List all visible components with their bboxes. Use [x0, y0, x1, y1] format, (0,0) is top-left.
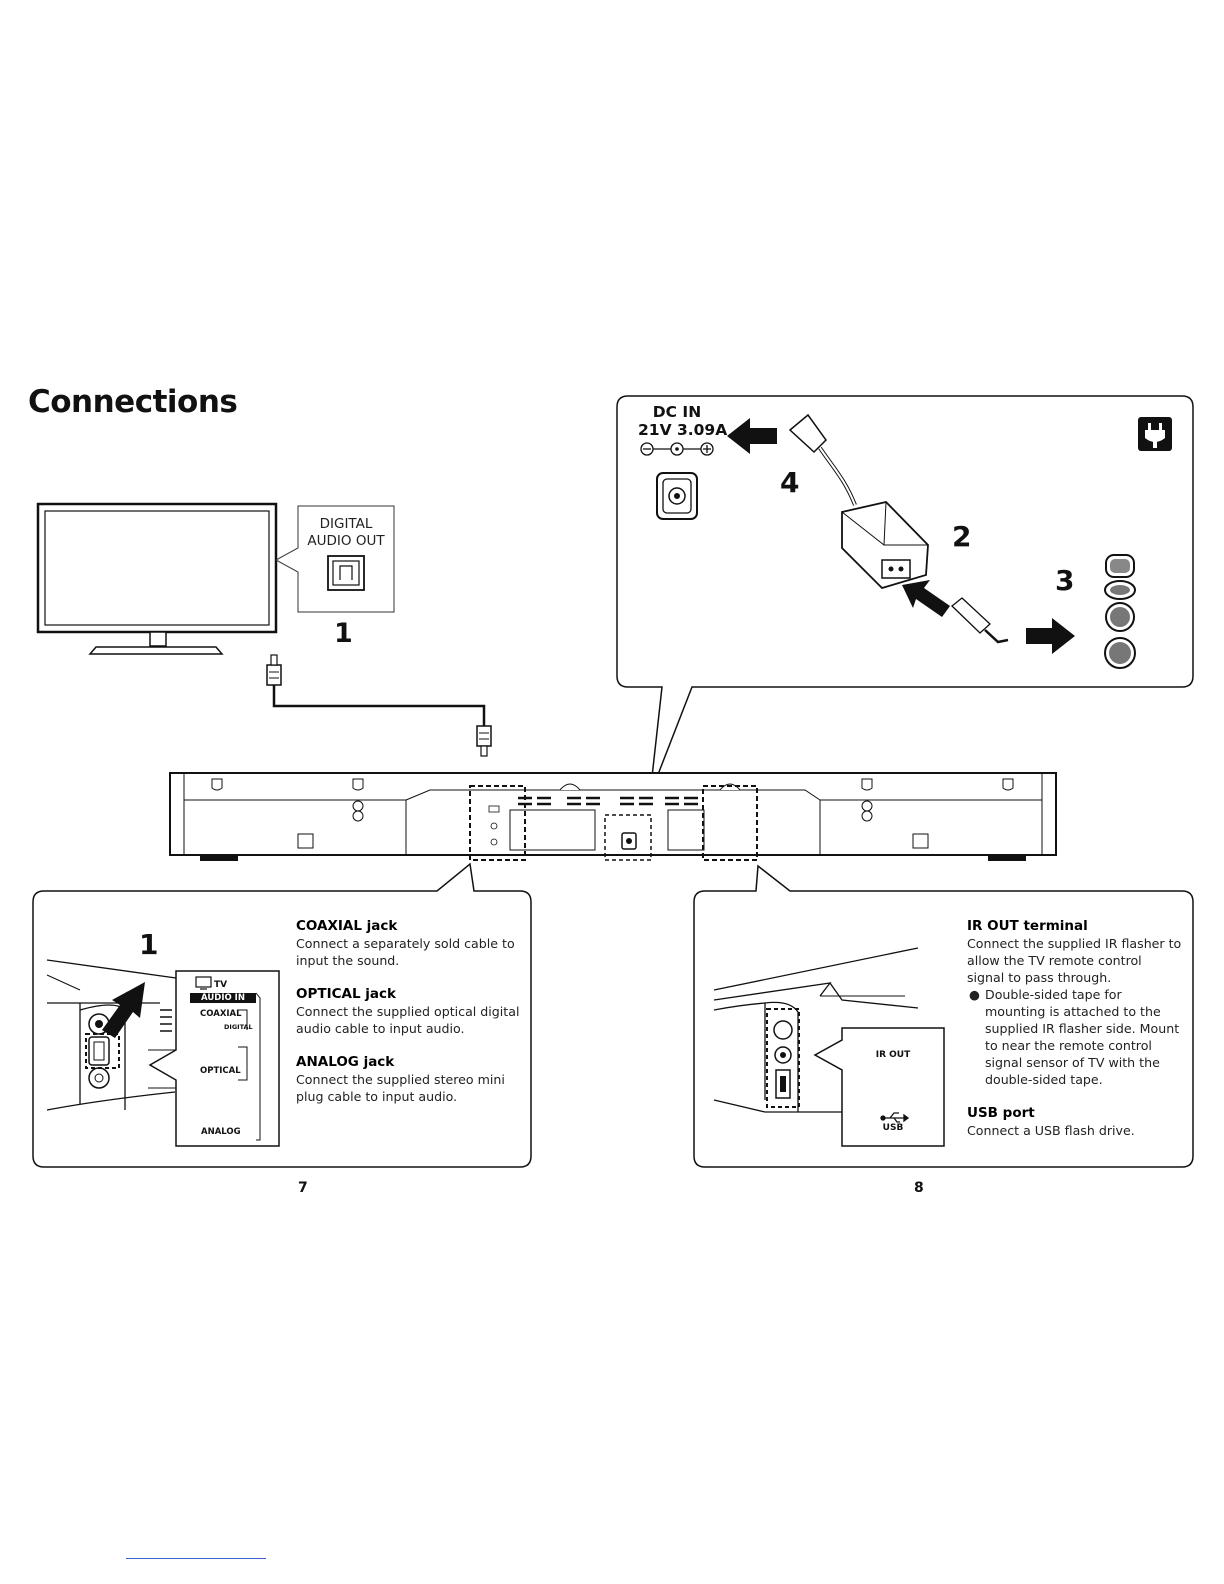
digital-audio-out-label: DIGITAL AUDIO OUT — [307, 516, 385, 549]
page-number-left: 7 — [298, 1180, 308, 1196]
usb-icon — [880, 1112, 910, 1123]
soundbar-illustration — [169, 772, 1057, 861]
ir-out-section: IR OUT terminal Connect the supplied IR … — [967, 918, 1182, 1087]
panel-tv-label: TV — [214, 980, 228, 990]
panel-coaxial-label: COAXIAL — [200, 1009, 242, 1019]
analog-section: ANALOG jack Connect the supplied stereo … — [296, 1054, 505, 1104]
bullet-icon: ● — [969, 987, 980, 1002]
coaxial-section: COAXIAL jack Connect a separately sold c… — [296, 918, 515, 968]
digital-audio-out-callout — [274, 505, 395, 613]
power-callout — [616, 395, 1194, 796]
optical-section: OPTICAL jack Connect the supplied optica… — [296, 986, 520, 1036]
step-number: 1 — [139, 928, 159, 961]
optical-cable — [266, 654, 492, 757]
left-description: COAXIAL jack Connect a separately sold c… — [296, 918, 521, 1122]
right-description: IR OUT terminal Connect the supplied IR … — [967, 918, 1182, 1156]
tv-illustration — [36, 502, 278, 655]
panel-analog-label: ANALOG — [201, 1127, 241, 1137]
step-number: 2 — [952, 520, 972, 553]
panel-usb-label: USB — [882, 1123, 904, 1133]
footer-rule — [126, 1558, 266, 1559]
panel-audio-in-label: AUDIO IN — [201, 993, 245, 1003]
page-title: Connections — [28, 384, 238, 420]
step-number: 1 — [334, 618, 353, 649]
panel-digital-label: DIGITAL — [224, 1023, 253, 1031]
left-detail-callout — [32, 862, 532, 1168]
right-detail-callout — [693, 864, 1194, 1168]
step-number: 3 — [1055, 564, 1075, 597]
step-number: 4 — [780, 466, 800, 499]
page-number-right: 8 — [914, 1180, 924, 1196]
panel-optical-label: OPTICAL — [200, 1066, 241, 1076]
panel-ir-out-label: IR OUT — [875, 1050, 911, 1060]
power-plug-icon — [1138, 417, 1172, 451]
dc-in-label: DC IN 21V 3.09A — [638, 403, 728, 439]
ir-bullet: ●Double-sided tape for mounting is attac… — [969, 987, 1180, 1087]
usb-section: USB port Connect a USB flash drive. — [967, 1105, 1135, 1138]
